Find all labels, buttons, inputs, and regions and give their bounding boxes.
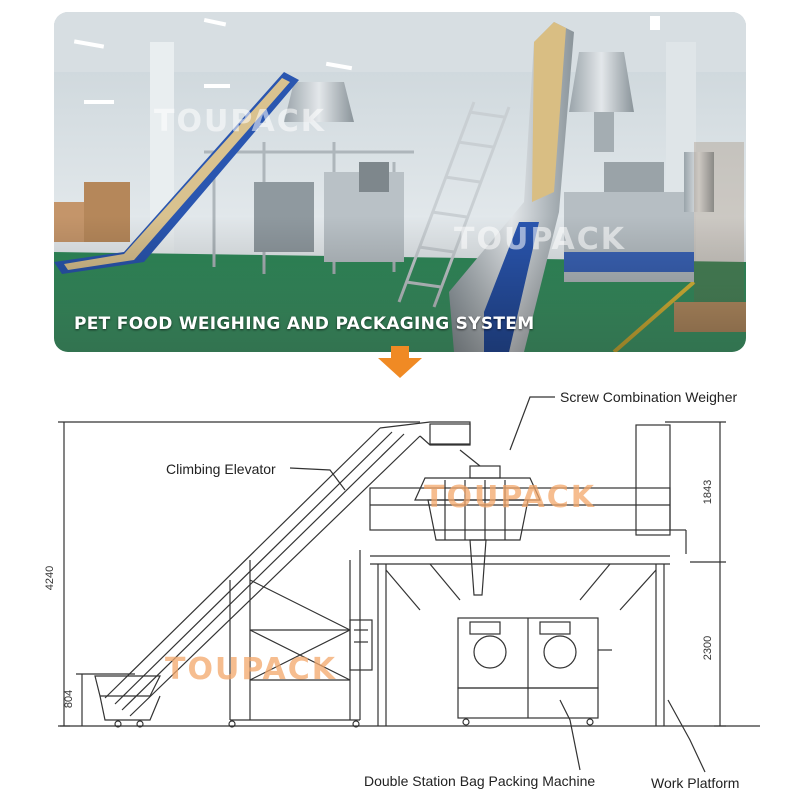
down-arrow-icon [378,346,422,383]
watermark-text: TOUPACK [424,480,597,515]
label-bag-packing-machine: Double Station Bag Packing Machine [364,773,596,789]
dimension-total-height: 4240 [44,565,57,591]
dimension-platform-height: 2300 [702,635,715,661]
photo-caption: PET FOOD WEIGHING AND PACKAGING SYSTEM [74,314,535,334]
watermark-text: TOUPACK [165,652,338,687]
label-work-platform: Work Platform [651,775,740,791]
factory-photo: TOUPACK TOUPACK [54,12,746,352]
label-climbing-elevator: Climbing Elevator [166,461,276,477]
watermark-text: TOUPACK [154,104,327,139]
label-screw-combination-weigher: Screw Combination Weigher [560,389,738,405]
dimension-infeed-height: 804 [63,689,76,709]
watermark-text: TOUPACK [454,222,627,257]
technical-drawing: TOUPACK TOUPACK Screw Combination Weighe… [0,380,800,805]
dimension-weigher-height: 1843 [702,479,715,505]
